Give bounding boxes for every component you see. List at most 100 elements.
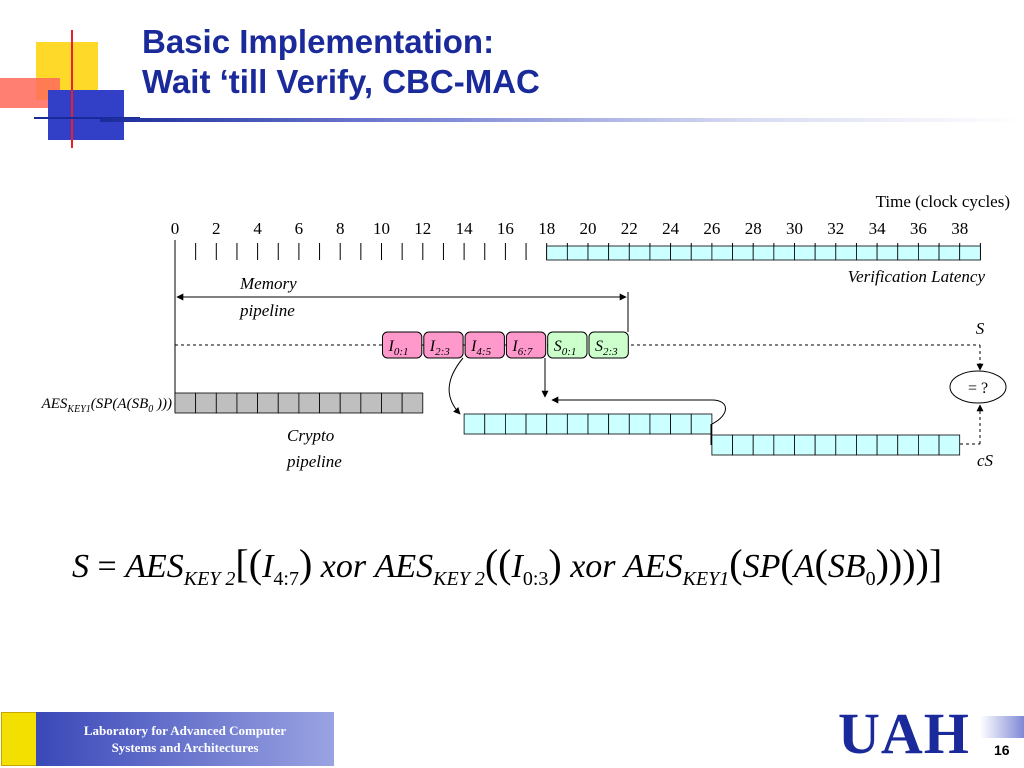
memory-block-box: [505, 331, 547, 359]
crypto-cell: [174, 392, 197, 414]
verification-cell: [670, 245, 692, 261]
verification-cell: [587, 245, 610, 261]
verification-strip: [546, 245, 981, 261]
memory-block-box: [382, 331, 423, 359]
crypto-cell: [856, 434, 878, 456]
title-line-2: Wait ‘till Verify, CBC-MAC: [142, 63, 540, 100]
tick-label: 6: [295, 219, 304, 238]
crypto-cell: [794, 434, 816, 456]
lacasa-logo: [1, 712, 39, 766]
verification-latency-label: Verification Latency: [848, 267, 986, 286]
crypto-cell: [732, 434, 754, 456]
crypto-cell: [504, 413, 527, 435]
tick-label: 36: [910, 219, 927, 238]
crypto-cell: [918, 434, 940, 456]
crypto-cell: [360, 392, 382, 414]
crypto-row-cyan-2: [711, 434, 961, 456]
corner-decoration: [0, 30, 140, 148]
verification-cell: [628, 245, 651, 261]
verification-cell: [835, 245, 857, 261]
crypto-cell: [752, 434, 775, 456]
memory-block: S0:1: [547, 331, 588, 359]
tick-label: 24: [662, 219, 680, 238]
uah-logo-bar: [980, 716, 1024, 738]
crypto-cell: [525, 413, 548, 435]
verification-cell: [732, 245, 754, 261]
tick-label: 2: [212, 219, 221, 238]
compare-box-label: = ?: [968, 380, 988, 397]
verification-cell: [649, 245, 672, 261]
crypto-cell: [215, 392, 238, 414]
memory-block-box: [547, 331, 588, 359]
verification-cell: [752, 245, 775, 261]
crypto-cell: [876, 434, 899, 456]
memory-block-box: [588, 331, 629, 359]
crypto-cell: [195, 392, 217, 414]
memory-block: I4:5: [464, 331, 505, 359]
memory-block-label: S2:3: [595, 338, 618, 358]
verification-cell: [856, 245, 878, 261]
crypto-cell: [608, 413, 630, 435]
lab-name-line-1: Laboratory for Advanced Computer: [83, 723, 287, 738]
crypto-cell: [814, 434, 837, 456]
crypto-label-line-2: pipeline: [286, 452, 342, 471]
verification-cell: [690, 245, 713, 261]
memory-block-label: I2:3: [429, 338, 450, 358]
verification-cell: [773, 245, 795, 261]
memory-block: S2:3: [588, 331, 629, 359]
memory-block-label: I4:5: [470, 338, 491, 358]
memory-block-label: I0:1: [388, 338, 409, 358]
tick-label: 14: [456, 219, 474, 238]
tick-label: 0: [171, 219, 180, 238]
verification-cell: [938, 245, 961, 261]
s-label: S: [976, 319, 985, 338]
compare-box: [949, 370, 1007, 404]
verification-cell: [918, 245, 940, 261]
memory-block-box: [464, 331, 505, 359]
verification-cell: [897, 245, 919, 261]
crypto-cell: [690, 413, 713, 435]
crypto-cell: [546, 413, 568, 435]
crypto-cell: [566, 413, 589, 435]
uah-logo: UAH: [838, 701, 970, 766]
tick-label: 26: [703, 219, 720, 238]
crypto-cell: [711, 434, 733, 456]
lab-banner: Laboratory for Advanced Computer Systems…: [36, 712, 334, 766]
crypto-row-gray: [174, 392, 424, 414]
memory-block-box: [423, 331, 464, 359]
feedback-arrow: [551, 396, 726, 425]
memory-label-line-2: pipeline: [239, 301, 295, 320]
crypto-cell: [628, 413, 651, 435]
crypto-cell: [298, 392, 320, 414]
crypto-cell: [401, 392, 424, 414]
tick-label: 8: [336, 219, 345, 238]
tick-label: 22: [621, 219, 638, 238]
lab-name-line-2: Systems and Architectures: [111, 740, 259, 755]
aes-key1-label: AESKEY1(SP(A(SB0 ))): [41, 396, 172, 415]
tick-label: 30: [786, 219, 803, 238]
crypto-row-cyan-1: [463, 413, 713, 435]
crypto-cell: [835, 434, 857, 456]
title-rule: [100, 118, 1024, 122]
crypto-cell: [897, 434, 919, 456]
title-line-1: Basic Implementation:: [142, 23, 495, 60]
memory-label-line-1: Memory: [239, 274, 297, 293]
crypto-cell: [649, 413, 672, 435]
verification-cell: [959, 245, 981, 261]
verification-cell: [566, 245, 589, 261]
tick-label: 18: [538, 219, 555, 238]
timeline-title: Time (clock cycles): [876, 192, 1010, 211]
memory-block: I6:7: [505, 331, 547, 359]
tick-label: 10: [373, 219, 390, 238]
verification-cell: [711, 245, 733, 261]
verification-cell: [876, 245, 899, 261]
verification-cell: [546, 245, 568, 261]
crypto-cell: [938, 434, 961, 456]
cs-label: cS: [977, 451, 994, 470]
page-number: 16: [994, 742, 1010, 758]
tick-label: 34: [869, 219, 887, 238]
mac-equation: S = AESKEY 2[(I4:7) xor AESKEY 2((I0:3) …: [72, 541, 943, 590]
